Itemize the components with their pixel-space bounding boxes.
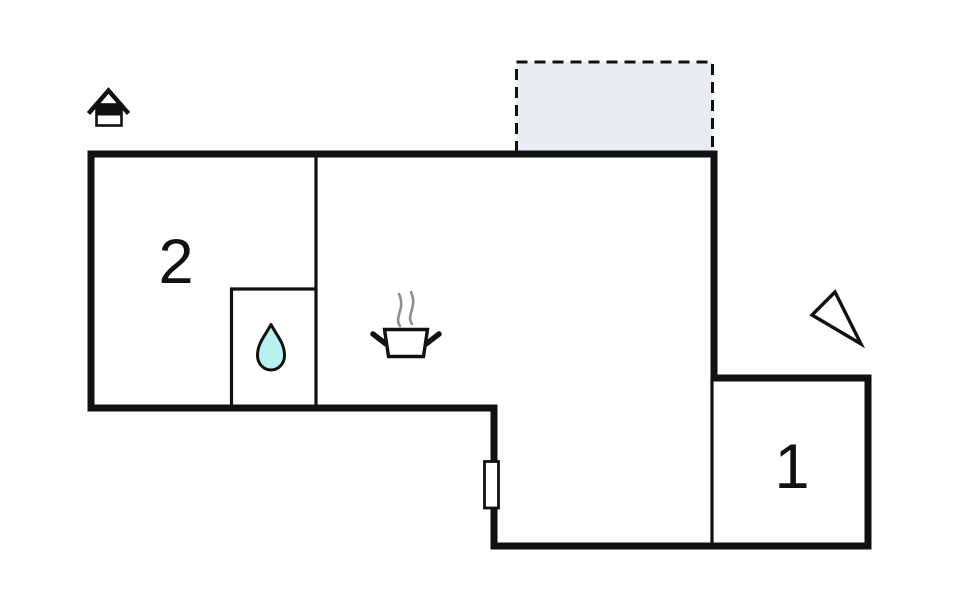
- house-body-band: [96, 104, 122, 116]
- outer-walls: [87, 150, 872, 550]
- north-arrow-icon: [809, 289, 866, 349]
- bathroom-walls: [229, 287, 316, 407]
- house-roof: [86, 87, 131, 115]
- steam-icon: [396, 292, 403, 328]
- room-2-label: 2: [158, 227, 193, 297]
- steam-icon: [408, 290, 415, 326]
- house-icon: [86, 87, 131, 127]
- pot-handle-right: [423, 331, 442, 347]
- pot-body: [382, 327, 430, 359]
- room-1-label: 1: [774, 432, 809, 502]
- pot-handle-left: [370, 331, 389, 347]
- water-drop-icon: [256, 323, 286, 372]
- window-marker: [483, 460, 500, 510]
- annex-dashed-area: [515, 60, 714, 156]
- cooking-pot-icon: [370, 290, 442, 359]
